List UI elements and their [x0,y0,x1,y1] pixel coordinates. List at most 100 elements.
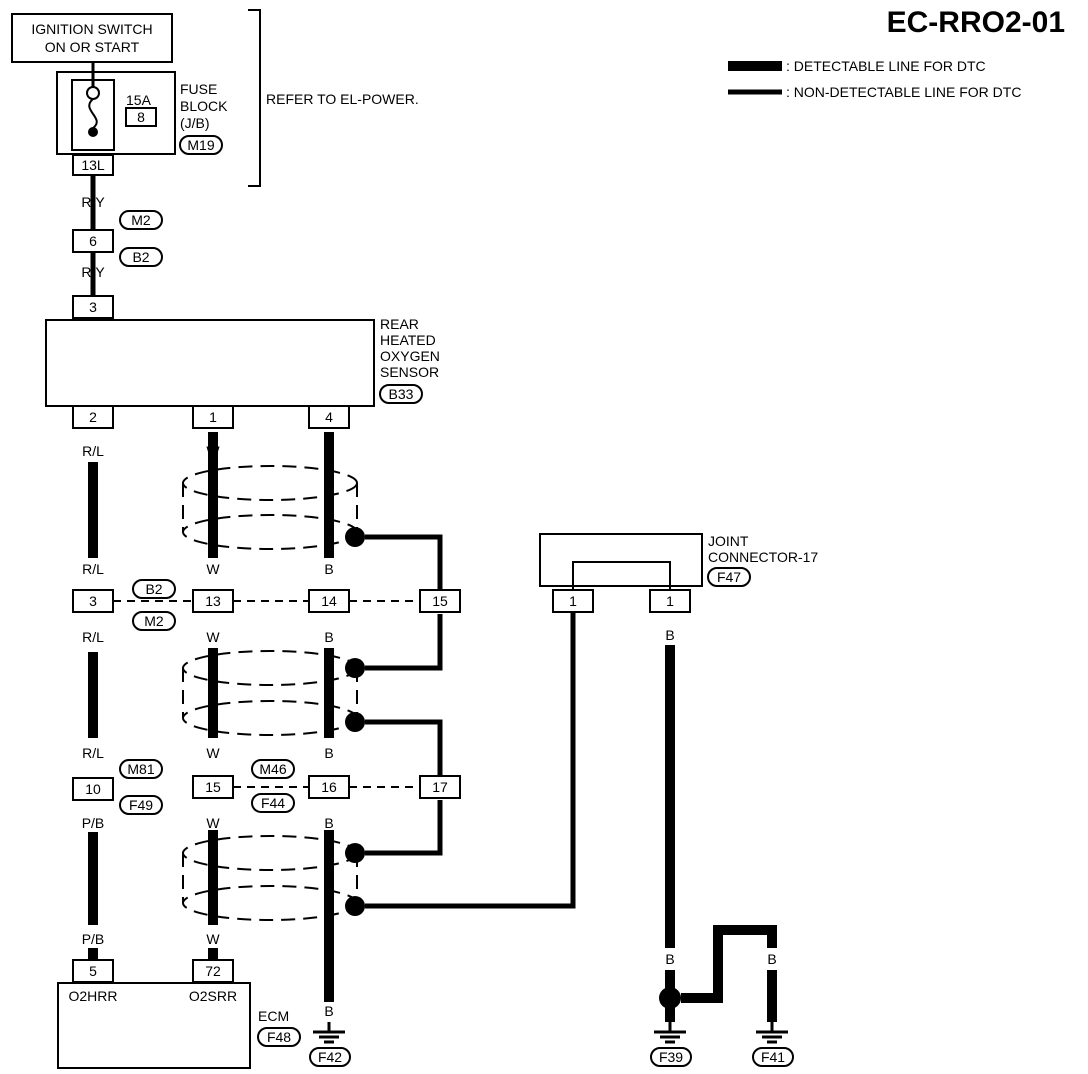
shield-drain-5 [345,896,365,916]
ecm-term-o2hrr: O2HRR [68,988,117,1004]
connector-m2-b2 [72,229,114,253]
fuse-block-line3: (J/B) [180,115,210,131]
wire-color-rl-2: R/L [82,561,104,577]
sensor-line4: SENSOR [380,364,439,380]
ground-splice-dot [659,987,681,1009]
drain-wire-4 [365,800,443,856]
wire-color-joint-b-2: B [665,951,674,967]
legend-detectable-label: : DETECTABLE LINE FOR DTC [786,58,986,74]
wire-color-w-5: W [206,815,220,831]
joint-connector-line2: CONNECTOR-17 [708,549,818,565]
ignition-switch: IGNITION SWITCH ON OR START [11,13,173,63]
joint-pin-left: 1 [569,593,577,609]
b2-m2-pin-14 [308,589,350,613]
b2-m2-pin-15 [419,589,461,613]
sensor-line2: HEATED [380,332,436,348]
ecm-term-o2srr: O2SRR [189,988,237,1004]
ground-f41-label: F41 [761,1049,785,1065]
sensor-pin-1: 1 [209,409,217,425]
wire-color-b-2: B [324,561,333,577]
ground-f39-label: F39 [659,1049,683,1065]
wire-color-rl-4: R/L [82,745,104,761]
wire-color-w-6: W [206,931,220,947]
shield-drain-3 [345,712,365,732]
fuse-block-line2: BLOCK [180,98,228,114]
connector-f49: F49 [129,797,153,813]
sensor-pin-4: 4 [325,409,333,425]
diagram-id: EC-RRO2-01 [887,6,1065,39]
shield-drain-4 [345,843,365,863]
b2-m2-pin-13-label: 13 [205,593,221,609]
ecm: 5 72 O2HRR O2SRR ECM F48 [57,959,301,1069]
fuse-block-connector: M19 [187,137,214,153]
b2-m2-pin-15-label: 15 [432,593,448,609]
fuse-block: 15A 8 FUSE BLOCK (J/B) M19 13L [56,71,228,176]
wire-color-w-2: W [206,561,220,577]
drain-wire-5 [365,620,576,909]
m81-f49-pin [72,777,114,801]
m46-f44-pin-16-label: 16 [321,779,337,795]
joint-connector-17: JOINT CONNECTOR-17 F47 1 1 [539,533,818,613]
wire-color-b-3: B [324,629,333,645]
wire-color-pb-2: P/B [82,931,105,947]
ground-f39-icon [652,1022,688,1044]
ignition-switch-line2: ON OR START [45,39,140,55]
ignition-switch-line1: IGNITION SWITCH [31,21,152,37]
rear-heated-oxygen-sensor: 3 REAR HEATED OXYGEN SENSOR B33 2 1 4 [45,295,440,429]
connector-m2-lower: M2 [144,613,164,629]
fuse-bottom-terminal [88,127,98,137]
ecm-pin-72: 72 [205,963,221,979]
m46-f44-pin-17 [419,775,461,799]
wire-color-ry-2: R/Y [81,264,105,280]
fuse-amps: 15A [126,92,152,108]
wire-color-joint-b-1: B [665,627,674,643]
connector-m2-label: M2 [131,212,151,228]
sensor-pin-2: 2 [89,409,97,425]
b2-m2-pin-14-label: 14 [321,593,337,609]
joint-connector-conn: F47 [717,569,741,585]
fuse-number: 8 [137,109,145,125]
wire-color-f41-b: B [767,951,776,967]
fuse-element-icon [88,98,98,129]
joint-connector-line1: JOINT [708,533,749,549]
sensor-pin-3: 3 [89,299,97,315]
connector-b2-upper: B2 [145,581,162,597]
wire-color-w-3: W [206,629,220,645]
wire-f39-f41-jumper [681,925,777,1003]
fuse-block-pin: 13L [81,157,105,173]
drain-wire-1 [365,534,443,590]
connector-m46: M46 [259,761,286,777]
m46-f44-pin-15 [192,775,234,799]
ecm-connector: F48 [267,1029,291,1045]
connector-b2-label: B2 [132,249,149,265]
b2-m2-pin-13 [192,589,234,613]
sensor-line3: OXYGEN [380,348,440,364]
refer-note: REFER TO EL-POWER. [266,91,419,107]
wire-color-b-4: B [324,745,333,761]
wire-color-jumper-b: B [713,951,722,967]
wire-color-w-1: W [206,443,220,459]
wire-color-b-1: B [324,443,333,459]
connector-m2-b2-pin: 6 [89,233,97,249]
wire-color-rl-1: R/L [82,443,104,459]
ground-f41-icon [754,1022,790,1044]
shield-drain-1 [345,527,365,547]
fuse-top-terminal [86,86,100,100]
sensor-connector: B33 [389,386,414,402]
wire-color-rl-3: R/L [82,629,104,645]
m46-f44-pin-15-label: 15 [205,779,221,795]
ground-f42-icon [311,1022,347,1044]
wire-color-w-4: W [206,745,220,761]
refer-bracket [248,9,261,187]
sensor-line1: REAR [380,316,419,332]
m81-f49-pin-label: 10 [85,781,101,797]
wire-color-b-5: B [324,815,333,831]
wire-color-b-6: B [324,1003,333,1019]
legend-non-detectable-label: : NON-DETECTABLE LINE FOR DTC [786,84,1021,100]
wire-color-ry-1: R/Y [81,194,105,210]
b2-m2-pin-3-label: 3 [89,593,97,609]
m46-f44-pin-16 [308,775,350,799]
m46-f44-pin-17-label: 17 [432,779,448,795]
wire-color-pb-1: P/B [82,815,105,831]
ground-f42-label: F42 [318,1049,342,1065]
